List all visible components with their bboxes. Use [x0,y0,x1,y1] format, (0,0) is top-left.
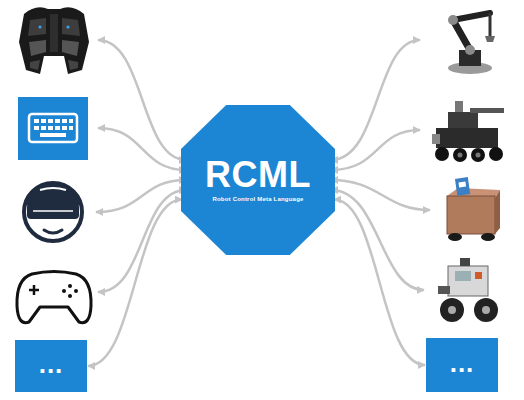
connector-arrow [334,200,425,366]
vr-helmet-icon [24,183,82,241]
robot-arm-icon [448,13,495,74]
icon-arrows [96,40,430,292]
node-subtitle: Robot Control Meta Language [212,196,303,203]
connector-arrow [88,200,182,367]
keyboard-icon [18,97,88,160]
arrow [98,190,186,292]
arrow [98,128,186,170]
node-title: ... [39,351,64,381]
octagon-outline [181,105,335,255]
tank-robot-icon [432,101,504,162]
more-box: ... [426,338,498,392]
language-octagon: RCML Robot Control Meta Language [181,105,335,255]
arrow [331,40,420,160]
lego-robot-icon [438,258,498,322]
node-title: ... [450,350,475,380]
more-box: ... [15,340,87,392]
node-title: RCML [205,157,311,193]
arrow [98,40,186,160]
box-robot-icon [447,177,500,241]
gamepad-icon [17,272,91,323]
arrow [331,130,420,170]
exoskeleton-icon [19,7,89,74]
arrow [96,180,186,212]
